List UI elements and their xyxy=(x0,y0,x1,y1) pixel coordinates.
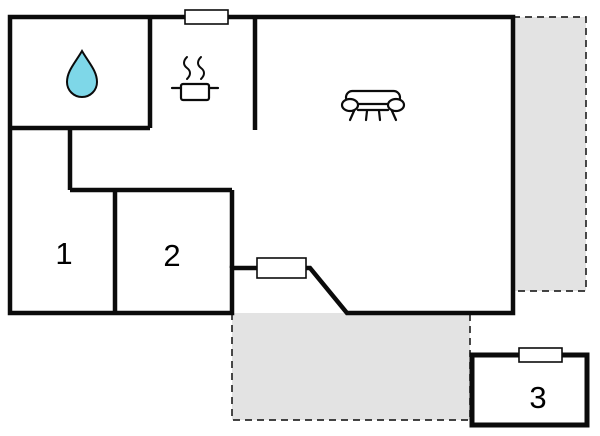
water-drop-icon xyxy=(65,49,99,99)
terrace-door xyxy=(256,257,307,279)
room-3-walls xyxy=(469,352,590,428)
cooking-pot-icon xyxy=(170,56,220,102)
sofa-arm-left xyxy=(340,97,360,113)
terrace-bottom xyxy=(231,313,471,421)
window-top xyxy=(184,9,229,25)
terrace-right-area xyxy=(513,17,586,291)
pot-body xyxy=(179,82,211,102)
sofa-leg-1 xyxy=(348,109,356,122)
sofa-arm-right xyxy=(386,97,406,113)
steam-left xyxy=(183,56,191,80)
sofa-leg-4 xyxy=(390,109,398,122)
room-2-label: 2 xyxy=(163,238,180,273)
sofa-backrest xyxy=(344,89,402,106)
terrace-right-dashed-border xyxy=(513,16,587,292)
sofa-leg-3 xyxy=(377,109,382,122)
steam-right xyxy=(197,56,205,80)
interior-walls xyxy=(10,15,258,313)
terrace-bottom-area xyxy=(232,313,470,420)
room-1-label: 1 xyxy=(55,236,72,271)
terrace-right xyxy=(513,16,587,292)
sofa-icon xyxy=(340,89,406,122)
room-3-label: 3 xyxy=(529,380,546,415)
window-room-3 xyxy=(518,347,563,363)
sofa-leg-2 xyxy=(364,109,369,122)
